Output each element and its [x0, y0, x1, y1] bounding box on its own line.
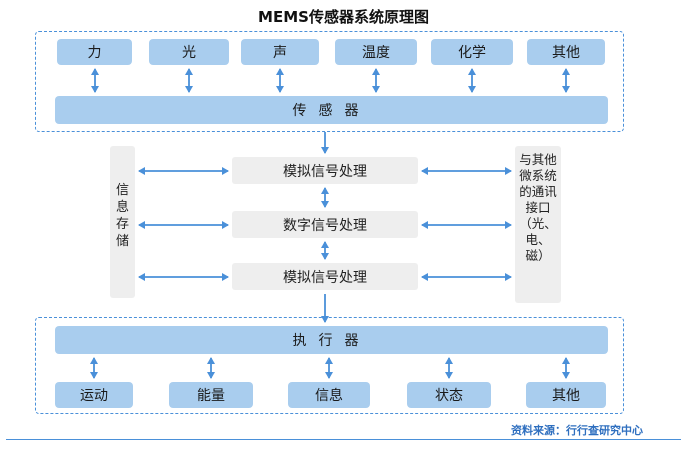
analog-processing-2: 模拟信号处理	[232, 263, 418, 290]
digital-processing: 数字信号处理	[232, 211, 418, 238]
input-light: 光	[149, 39, 229, 65]
input-force: 力	[57, 39, 132, 65]
actuation-group	[35, 317, 624, 414]
actuator-bar: 执行器	[55, 326, 608, 354]
output-motion: 运动	[55, 382, 133, 408]
input-sound: 声	[241, 39, 319, 65]
storage-label: 信息存储	[115, 183, 129, 249]
output-energy: 能量	[169, 382, 253, 408]
output-state: 状态	[407, 382, 491, 408]
input-chemical: 化学	[431, 39, 513, 65]
diagram-title: MEMS传感器系统原理图	[258, 8, 429, 26]
source-note: 资料来源：行行查研究中心	[511, 424, 643, 437]
sensing-group	[35, 31, 624, 132]
analog-processing-1: 模拟信号处理	[232, 157, 418, 184]
input-other: 其他	[527, 39, 605, 65]
interface-label: 与其他微系统的通讯接口（光、电、磁）	[519, 152, 557, 263]
output-other: 其他	[526, 382, 606, 408]
sensor-bar: 传感器	[55, 96, 608, 124]
interface-panel: 与其他微系统的通讯接口（光、电、磁）	[515, 146, 561, 303]
output-information: 信息	[288, 382, 370, 408]
bottom-rule	[6, 439, 681, 440]
input-temperature: 温度	[335, 39, 417, 65]
storage-panel: 信息存储	[110, 146, 135, 298]
